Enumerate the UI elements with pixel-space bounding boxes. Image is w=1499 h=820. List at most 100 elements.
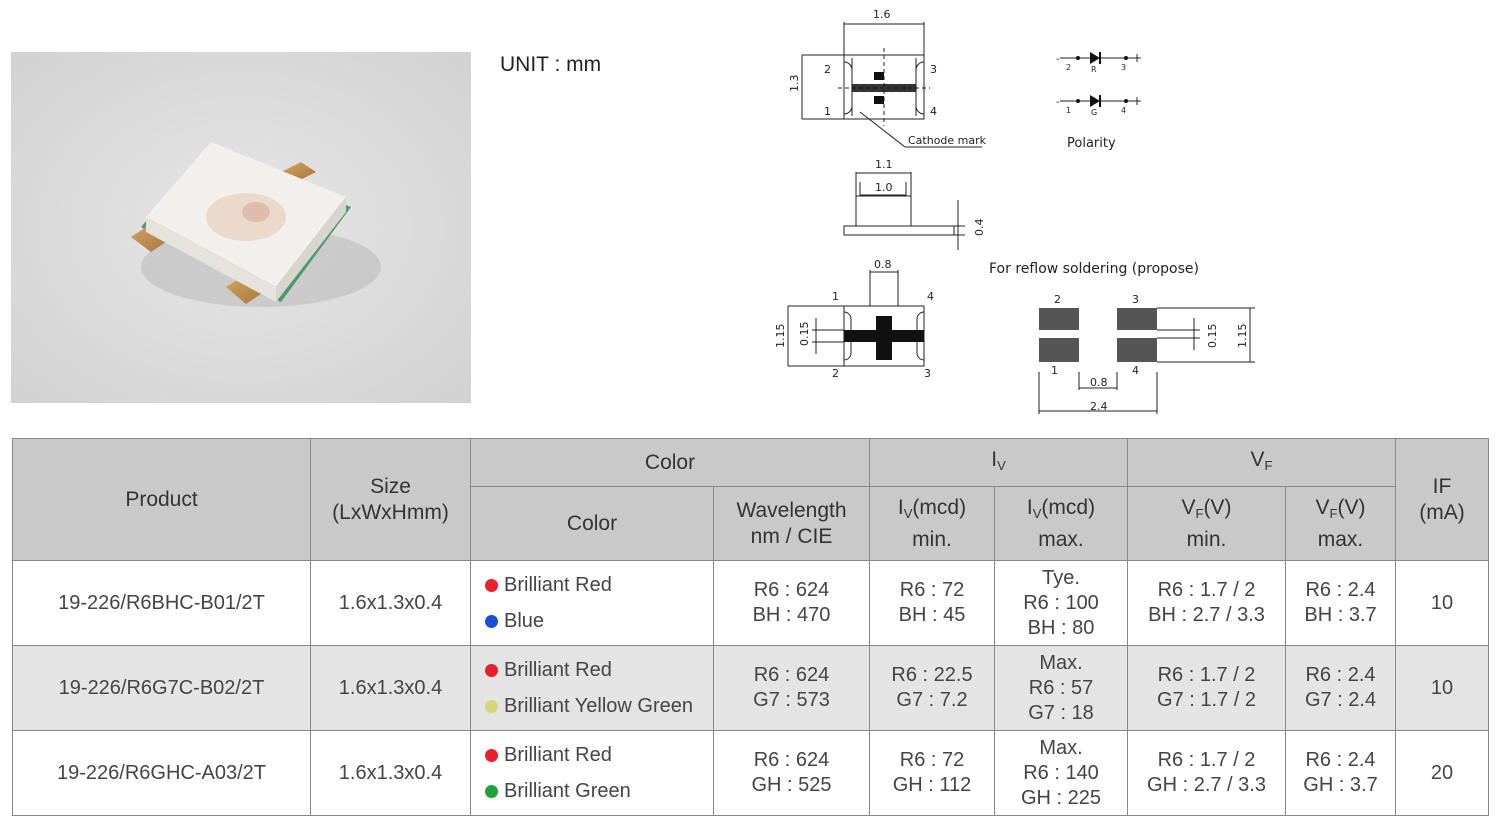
header-wavelength: Wavelength nm / CIE bbox=[713, 486, 870, 561]
dim-side-w1: 1.1 bbox=[875, 158, 893, 171]
header-if-line2: (mA) bbox=[1419, 500, 1465, 524]
dim-top-height: 1.3 bbox=[788, 75, 801, 93]
cell-vf-max: R6 : 2.4 G7 : 2.4 bbox=[1285, 645, 1397, 731]
header-size: Size (LxWxHmm) bbox=[310, 438, 471, 561]
iv-min-label: min. bbox=[912, 527, 952, 551]
pin-1-label: 1 bbox=[824, 105, 831, 118]
iv-max-line: GH : 225 bbox=[1020, 786, 1102, 809]
table-row: 19-226/R6GHC-A03/2T 1.6x1.3x0.4 Brillian… bbox=[12, 730, 1490, 816]
color-name: Blue bbox=[504, 609, 545, 632]
vf-min-line: R6 : 1.7 / 2 bbox=[1157, 749, 1256, 771]
iv-max-line: G7 : 18 bbox=[1028, 701, 1094, 724]
color-item: Blue bbox=[485, 603, 713, 639]
iv-max-line: Max. bbox=[1039, 651, 1083, 674]
iv-max-line: Max. bbox=[1039, 736, 1083, 759]
pol-pin-1: 1 bbox=[1066, 106, 1071, 115]
pin-4-label: 4 bbox=[930, 105, 937, 118]
color-item: Brilliant Red bbox=[485, 737, 713, 773]
header-iv-group: IV bbox=[868, 438, 1129, 487]
yellow-green-dot-icon bbox=[485, 699, 498, 713]
color-item: Brilliant Red bbox=[485, 652, 713, 688]
pad-pin-4: 4 bbox=[1132, 364, 1139, 377]
spec-table: Product Size (LxWxHmm) Color IV VF IF (m… bbox=[12, 438, 1490, 816]
iv-min-line: G7 : 7.2 bbox=[896, 689, 968, 711]
color-item: Brilliant Yellow Green bbox=[485, 688, 713, 724]
vf-max-line: G7 : 2.4 bbox=[1304, 689, 1377, 711]
vf-min-line: BH : 2.7 / 3.3 bbox=[1148, 604, 1265, 626]
cell-colors: Brilliant Red Blue bbox=[470, 560, 714, 646]
color-item: Brilliant Red bbox=[485, 567, 713, 603]
wl-line: G7 : 573 bbox=[753, 689, 830, 711]
dim-side-w2: 1.0 bbox=[875, 181, 893, 194]
iv-min-line: R6 : 72 bbox=[899, 579, 965, 601]
iv-max-line: BH : 80 bbox=[1027, 616, 1095, 639]
dim-pad-slot: 0.15 bbox=[1206, 324, 1219, 349]
header-color-group: Color bbox=[470, 438, 870, 487]
vf-max-line: R6 : 2.4 bbox=[1305, 664, 1376, 686]
vf-max-line: GH : 3.7 bbox=[1303, 774, 1378, 796]
color-name: Brilliant Red bbox=[504, 573, 612, 596]
vf-max-main: V bbox=[1315, 495, 1330, 519]
header-wl-line1: Wavelength bbox=[736, 498, 847, 522]
cathode-mark-label: Cathode mark bbox=[908, 134, 987, 147]
vf-min-line: R6 : 1.7 / 2 bbox=[1157, 664, 1256, 686]
header-iv-max: IV(mcd) max. bbox=[993, 486, 1129, 561]
bot-pin-3: 3 bbox=[924, 367, 931, 380]
vf-max-line: R6 : 2.4 bbox=[1305, 749, 1376, 771]
iv-min-line: BH : 45 bbox=[898, 604, 966, 626]
pol-pin-4: 4 bbox=[1121, 106, 1126, 115]
iv-min-unit: (mcd) bbox=[912, 495, 967, 519]
iv-min-main: I bbox=[897, 495, 904, 519]
dim-side-h: 0.4 bbox=[973, 219, 986, 237]
pol-r-label: R bbox=[1091, 65, 1097, 74]
iv-min-sub: V bbox=[903, 505, 913, 521]
dim-pad-total: 2.4 bbox=[1090, 400, 1108, 413]
bot-pin-2: 2 bbox=[832, 367, 839, 380]
wl-line: GH : 525 bbox=[751, 774, 832, 796]
color-item: Brilliant Green bbox=[485, 773, 713, 809]
iv-min-line: R6 : 72 bbox=[899, 749, 965, 771]
vf-min-unit: (V) bbox=[1203, 495, 1232, 519]
pad-pin-2: 2 bbox=[1054, 293, 1061, 306]
vf-group-main: V bbox=[1250, 447, 1265, 471]
cell-colors: Brilliant Red Brilliant Green bbox=[470, 730, 714, 816]
iv-max-label: max. bbox=[1038, 527, 1084, 551]
vf-min-line: GH : 2.7 / 3.3 bbox=[1147, 774, 1266, 796]
header-vf-max: VF(V) max. bbox=[1285, 486, 1397, 561]
dim-pad-h: 1.15 bbox=[1236, 324, 1249, 349]
cell-size: 1.6x1.3x0.4 bbox=[310, 730, 471, 816]
color-name: Brilliant Red bbox=[504, 743, 612, 766]
header-size-line2: (LxWxHmm) bbox=[332, 500, 449, 524]
cell-iv-min: R6 : 72 BH : 45 bbox=[869, 560, 995, 646]
pad-pin-3: 3 bbox=[1132, 293, 1139, 306]
pol-pin-2: 2 bbox=[1066, 63, 1071, 72]
cell-vf-max: R6 : 2.4 GH : 3.7 bbox=[1285, 730, 1397, 816]
cell-if: 20 bbox=[1395, 730, 1490, 816]
cell-if: 10 bbox=[1395, 560, 1490, 646]
pad-pin-1: 1 bbox=[1051, 364, 1058, 377]
red-dot-icon bbox=[485, 663, 498, 677]
pol-plus-1: + bbox=[1132, 51, 1142, 65]
pin-3-label: 3 bbox=[930, 63, 937, 76]
iv-max-line: R6 : 100 bbox=[1023, 591, 1099, 614]
dimension-drawing: 1.6 1.3 2 3 1 4 Cathode mark Polarity - … bbox=[774, 8, 1255, 414]
led-package-image bbox=[11, 52, 471, 403]
vf-max-line: R6 : 2.4 bbox=[1305, 579, 1376, 601]
header-if-line1: IF bbox=[1432, 474, 1452, 498]
iv-max-main: I bbox=[1026, 495, 1033, 519]
wl-line: R6 : 624 bbox=[753, 579, 830, 601]
header-size-line1: Size bbox=[370, 474, 411, 498]
pol-g-label: G bbox=[1091, 108, 1097, 117]
iv-max-line: R6 : 140 bbox=[1023, 761, 1099, 784]
header-product: Product bbox=[12, 438, 311, 561]
iv-max-sub: V bbox=[1032, 505, 1042, 521]
vf-min-sub: F bbox=[1195, 505, 1204, 521]
dim-bot-h: 1.15 bbox=[774, 324, 787, 349]
cell-product: 19-226/R6GHC-A03/2T bbox=[12, 730, 311, 816]
red-dot-icon bbox=[485, 578, 498, 592]
